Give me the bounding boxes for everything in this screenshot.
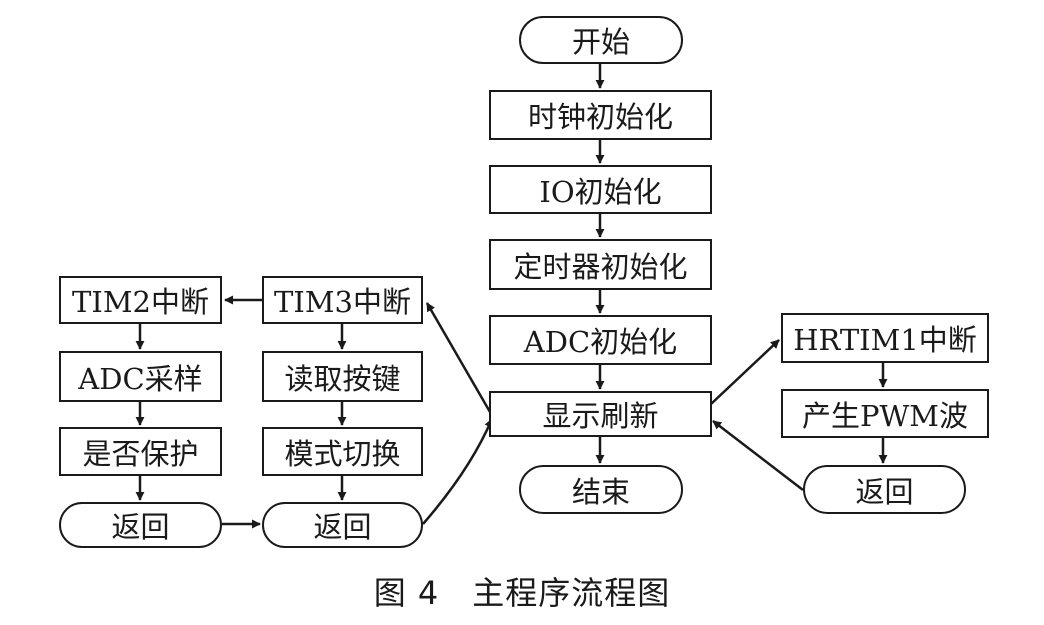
timer-init-box: 定时器初始化 xyxy=(489,239,712,290)
arrow-display-to-tim3 xyxy=(425,302,492,413)
display-refresh-box: 显示刷新 xyxy=(489,391,712,437)
end-terminal: 结束 xyxy=(519,465,683,514)
tim2-interrupt-box: TIM2中断 xyxy=(59,276,222,324)
tim2-return-terminal: 返回 xyxy=(59,502,222,548)
clock-init-box: 时钟初始化 xyxy=(489,90,712,140)
protect-check-box: 是否保护 xyxy=(59,427,222,476)
start-terminal: 开始 xyxy=(519,16,683,64)
tim3-interrupt-box: TIM3中断 xyxy=(262,276,423,324)
tim3-return-terminal: 返回 xyxy=(262,502,423,548)
arrow-hrtimreturn-to-display xyxy=(712,420,804,491)
adc-sampling-box: ADC采样 xyxy=(59,351,222,402)
io-init-box: IO初始化 xyxy=(489,165,712,214)
arrow-tim3return-to-display xyxy=(422,418,494,525)
figure-caption: 图 4 主程序流程图 xyxy=(373,574,671,612)
generate-pwm-box: 产生PWM波 xyxy=(781,389,989,438)
adc-init-box: ADC初始化 xyxy=(489,315,712,365)
arrow-display-to-hrtim1 xyxy=(710,339,780,405)
hrtim1-return-terminal: 返回 xyxy=(803,465,966,514)
hrtim1-interrupt-box: HRTIM1中断 xyxy=(781,313,989,363)
mode-switch-box: 模式切换 xyxy=(262,427,423,476)
read-keys-box: 读取按键 xyxy=(262,351,423,402)
